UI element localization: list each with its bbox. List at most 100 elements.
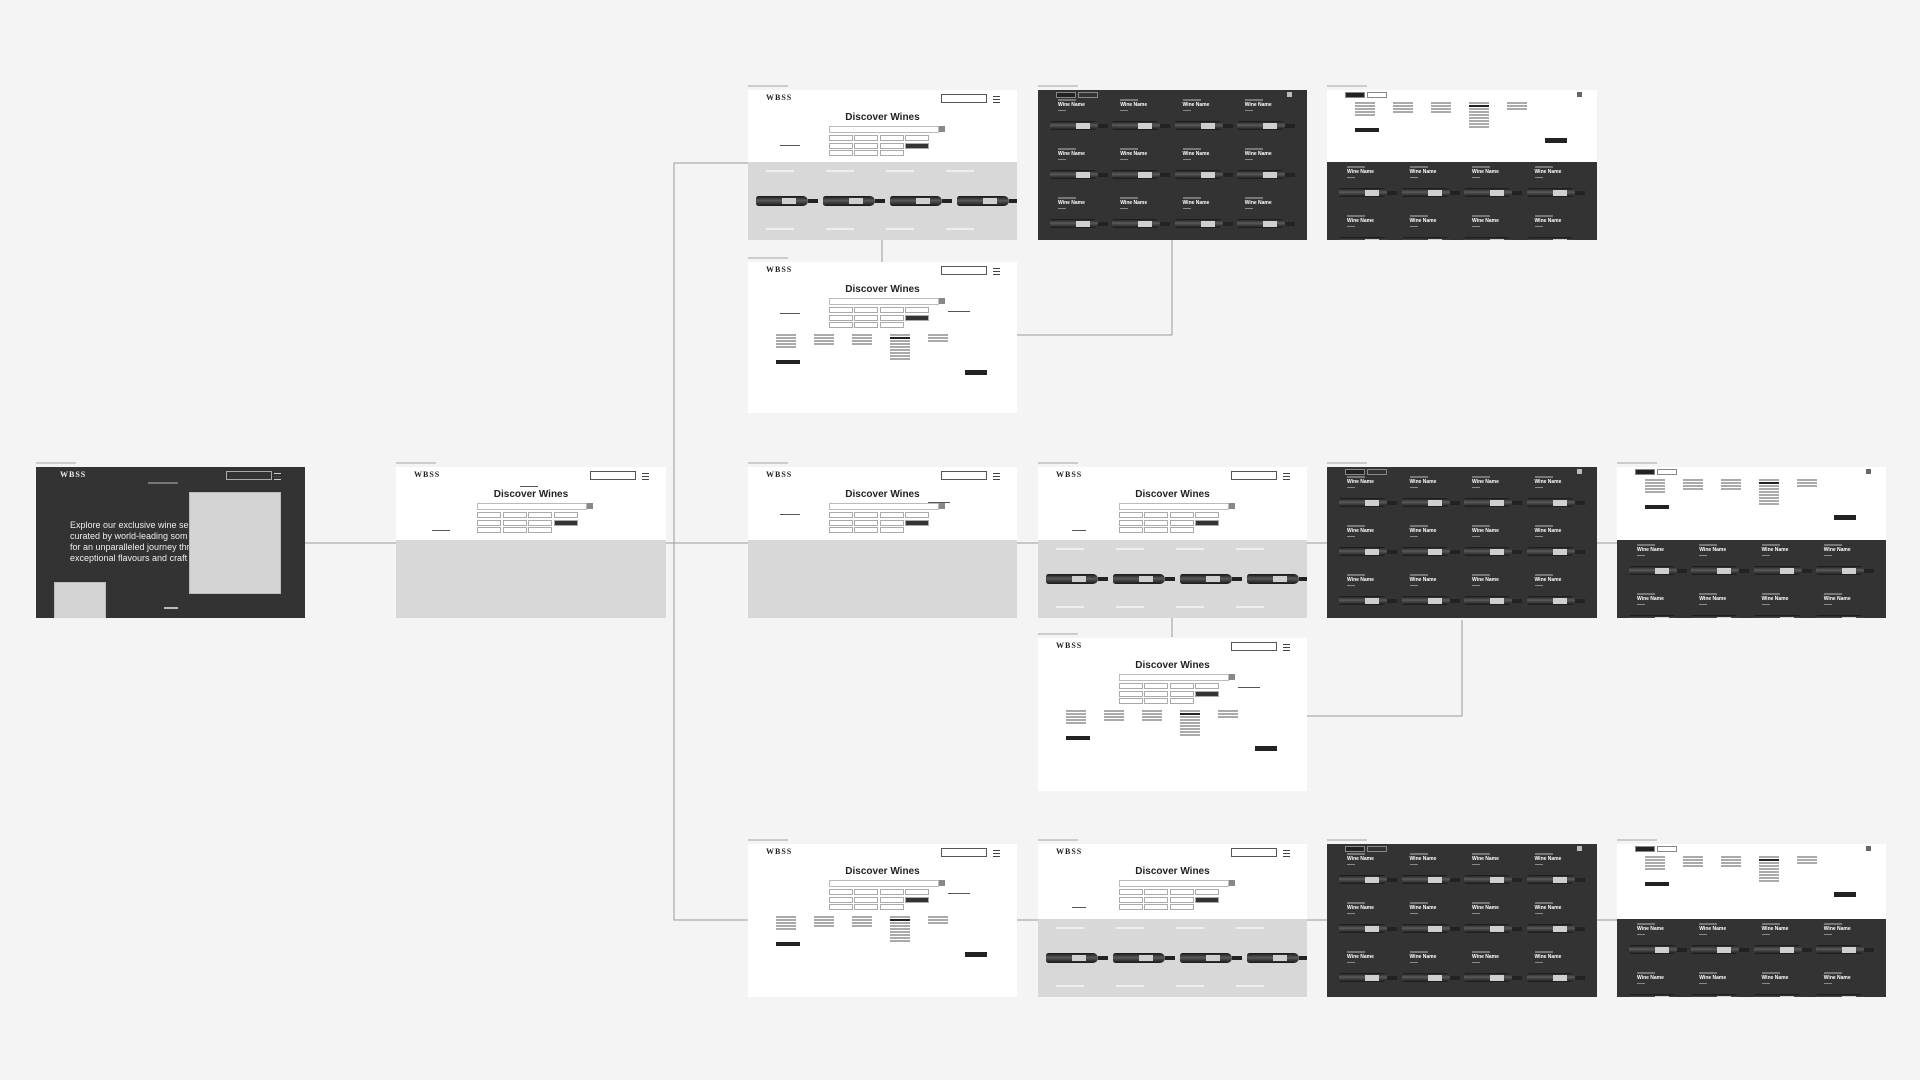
filter-chip[interactable] (528, 527, 552, 533)
brand-logo[interactable]: WBSS (1056, 470, 1082, 479)
filter-option[interactable] (1645, 491, 1665, 493)
filter-chip[interactable] (854, 889, 878, 895)
filter-option[interactable] (852, 337, 872, 339)
top-bar-tab[interactable] (1367, 92, 1387, 98)
close-icon[interactable] (1577, 846, 1582, 851)
hamburger-menu-icon[interactable] (993, 473, 1000, 480)
filter-chip[interactable] (854, 904, 878, 910)
filter-option[interactable] (1066, 719, 1086, 721)
filter-option[interactable] (1355, 114, 1375, 116)
filter-chip[interactable] (1195, 889, 1219, 895)
wine-bottle-image[interactable] (1247, 953, 1307, 963)
wine-name[interactable]: Wine Name (1823, 596, 1851, 602)
filter-option[interactable] (1759, 856, 1779, 858)
wine-name[interactable]: Wine Name (1347, 577, 1374, 583)
filter-option[interactable] (852, 340, 872, 342)
wine-bottle-image[interactable] (957, 196, 1017, 206)
filter-option[interactable] (1469, 105, 1489, 107)
filter-chip[interactable] (828, 314, 853, 321)
wine-bottle-image[interactable] (1050, 121, 1108, 130)
filter-option[interactable] (1393, 102, 1413, 104)
filter-option[interactable] (1066, 716, 1086, 718)
filter-option[interactable] (1645, 862, 1665, 864)
wine-name[interactable]: Wine Name (1182, 200, 1210, 206)
filter-chip[interactable] (854, 512, 878, 518)
filter-option[interactable] (1759, 482, 1779, 484)
wine-name[interactable]: Wine Name (1637, 926, 1664, 932)
wine-bottle-image[interactable] (1112, 953, 1175, 963)
filter-chip[interactable] (879, 135, 904, 141)
wine-name[interactable]: Wine Name (1761, 547, 1789, 553)
wine-bottle-image[interactable] (1401, 498, 1460, 507)
filter-option[interactable] (890, 925, 910, 927)
wine-bottle-image[interactable] (1629, 994, 1677, 997)
filter-chip[interactable] (1144, 527, 1168, 533)
filter-option[interactable] (1431, 108, 1451, 110)
wine-name[interactable]: Wine Name (1472, 479, 1499, 485)
filter-option[interactable] (1759, 868, 1779, 870)
filter-option[interactable] (1759, 874, 1779, 876)
wine-name[interactable]: Wine Name (1823, 547, 1851, 553)
show-results-button[interactable] (1255, 746, 1277, 751)
filter-chip[interactable] (553, 519, 578, 526)
close-icon[interactable] (1287, 92, 1292, 97)
filter-option[interactable] (1355, 102, 1375, 104)
search-icon[interactable] (938, 126, 945, 132)
search-icon[interactable] (938, 503, 945, 509)
filter-option[interactable] (1066, 713, 1086, 715)
filter-chip[interactable] (854, 314, 878, 321)
filter-option[interactable] (1683, 482, 1703, 484)
wine-name[interactable]: Wine Name (1409, 577, 1437, 583)
filter-option[interactable] (814, 343, 834, 345)
header-cta-button[interactable] (1231, 642, 1277, 651)
filter-option[interactable] (1393, 108, 1413, 110)
filter-option[interactable] (928, 922, 948, 924)
wine-bottle-image[interactable] (1629, 945, 1687, 954)
filter-chip[interactable] (828, 519, 853, 526)
filter-option[interactable] (1683, 856, 1703, 858)
filter-chip[interactable] (879, 322, 904, 328)
filter-option[interactable] (1180, 713, 1200, 715)
wine-name[interactable]: Wine Name (1534, 905, 1562, 911)
apply-filter-button[interactable] (776, 360, 800, 364)
filter-chip[interactable] (1144, 889, 1168, 895)
show-results-button[interactable] (1834, 892, 1856, 897)
filter-option[interactable] (1683, 485, 1703, 487)
filter-option[interactable] (1645, 859, 1665, 861)
filter-option[interactable] (890, 922, 910, 924)
filter-option[interactable] (1683, 859, 1703, 861)
wine-name[interactable]: Wine Name (1347, 528, 1374, 534)
scroll-indicator[interactable] (164, 607, 178, 609)
wine-bottle-image[interactable] (1464, 924, 1522, 933)
filter-option[interactable] (1469, 117, 1489, 119)
filter-chip[interactable] (1144, 904, 1168, 910)
search-icon[interactable] (587, 503, 593, 509)
top-bar-tab[interactable] (1056, 92, 1076, 98)
wine-name[interactable]: Wine Name (1637, 547, 1664, 553)
filter-option[interactable] (928, 334, 948, 336)
filter-option[interactable] (1759, 862, 1779, 864)
hamburger-menu-icon[interactable] (642, 473, 649, 480)
filter-option[interactable] (1759, 494, 1779, 496)
filter-chip[interactable] (1169, 690, 1194, 697)
filter-chip[interactable] (1195, 683, 1219, 689)
filter-chip[interactable] (879, 527, 904, 533)
apply-filter-button[interactable] (1645, 505, 1669, 509)
filter-chip[interactable] (828, 527, 853, 533)
filter-chip[interactable] (854, 322, 878, 328)
filter-chip[interactable] (1169, 889, 1194, 895)
filter-option[interactable] (1645, 485, 1665, 487)
header-cta-button[interactable] (590, 471, 636, 480)
close-icon[interactable] (1577, 92, 1582, 97)
filter-option[interactable] (1721, 865, 1741, 867)
show-results-button[interactable] (1834, 515, 1856, 520)
filter-chip[interactable] (828, 904, 853, 910)
filter-chip[interactable] (828, 322, 853, 328)
wine-bottle-image[interactable] (1401, 596, 1460, 605)
wine-name[interactable]: Wine Name (1823, 975, 1851, 981)
filter-option[interactable] (1104, 713, 1124, 715)
